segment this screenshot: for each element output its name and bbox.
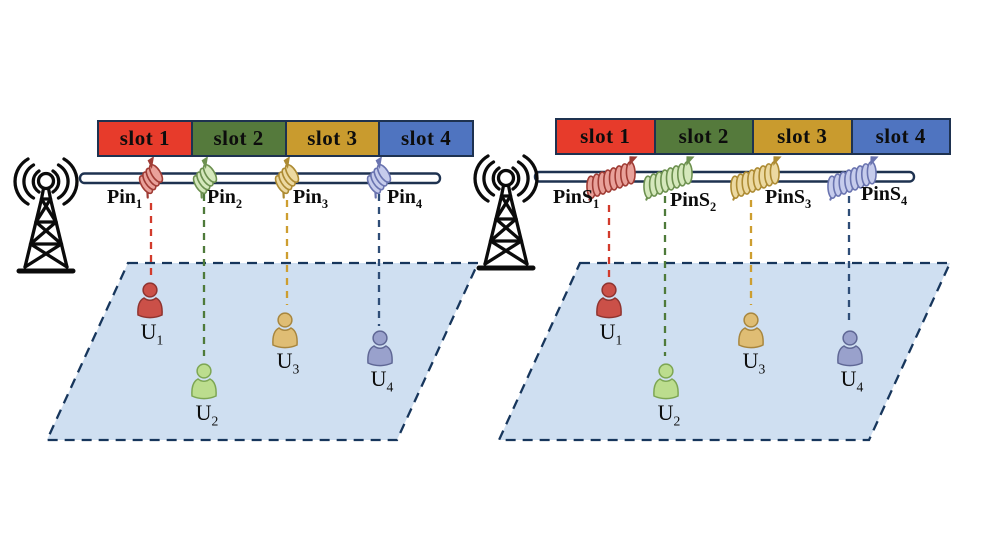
- slot-4: slot 4: [378, 122, 472, 155]
- slot-4: slot 4: [850, 120, 949, 153]
- user-plane-left: [45, 261, 480, 442]
- user-label-right-4: U4: [840, 366, 864, 395]
- waveguide-left: [78, 172, 442, 185]
- base-station-icon-right: [475, 156, 537, 268]
- time-slot-bar-right: slot 1 slot 2 slot 3 slot 4: [555, 118, 951, 155]
- slot-3: slot 3: [752, 120, 851, 153]
- slot-1: slot 1: [557, 120, 654, 153]
- slot-2: slot 2: [653, 120, 752, 153]
- pin-subarray-label-1: PinS1: [553, 186, 600, 211]
- pin-subarray-label-3: PinS3: [765, 186, 812, 211]
- pin-label-2: Pin2: [207, 186, 243, 211]
- slot-2: slot 2: [190, 122, 285, 155]
- pin-label-3: Pin3: [293, 186, 329, 211]
- user-label-right-3: U3: [742, 348, 766, 377]
- user-label-left-4: U4: [370, 366, 394, 395]
- user-label-left-3: U3: [276, 348, 300, 377]
- user-label-left-2: U2: [195, 400, 219, 429]
- user-plane-right: [497, 261, 952, 442]
- base-station-icon-left: [15, 159, 77, 271]
- pin-label-4: Pin4: [387, 186, 423, 211]
- slot-1: slot 1: [99, 122, 191, 155]
- time-slot-bar-left: slot 1 slot 2 slot 3 slot 4: [97, 120, 474, 157]
- pin-subarray-label-4: PinS4: [861, 183, 908, 208]
- slot-3: slot 3: [284, 122, 379, 155]
- user-label-right-1: U1: [599, 319, 623, 348]
- pin-label-1: Pin1: [107, 186, 143, 211]
- pin-subarray-label-2: PinS2: [670, 189, 717, 214]
- user-label-right-2: U2: [657, 400, 681, 429]
- user-label-left-1: U1: [140, 319, 164, 348]
